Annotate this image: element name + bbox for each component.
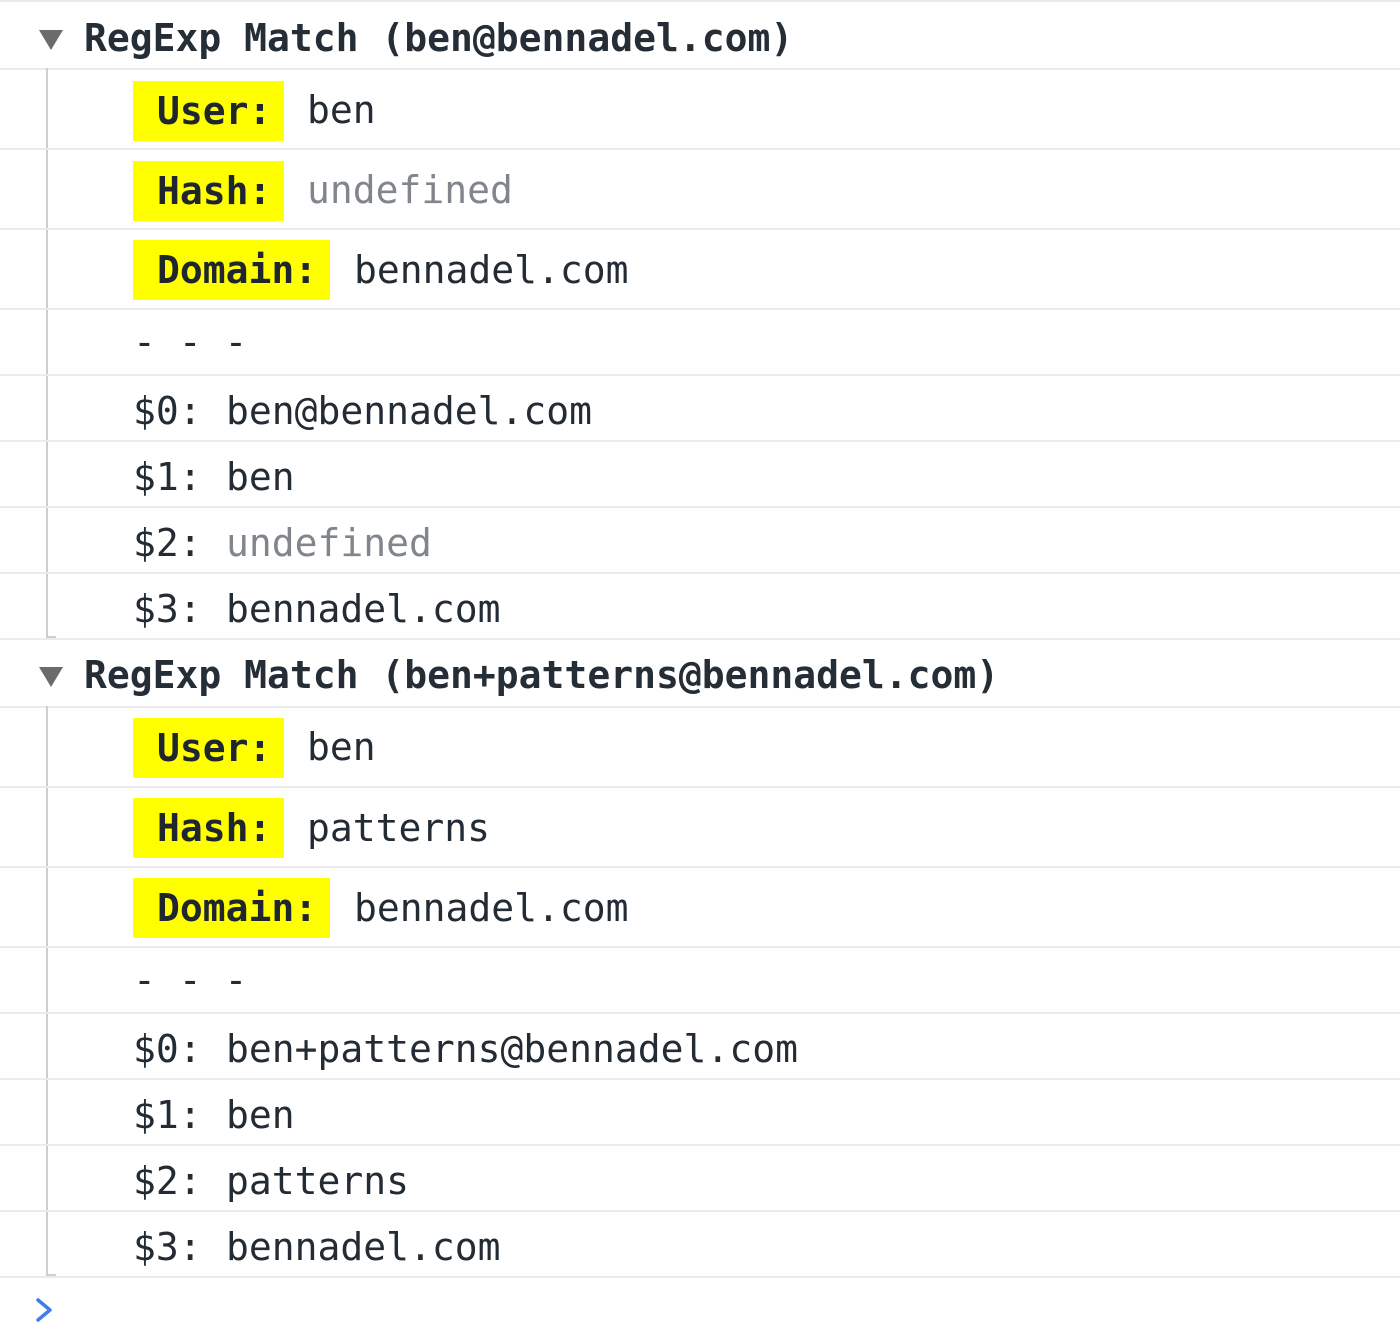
named-group-value: bennadel.com	[354, 886, 629, 930]
group-header-label: RegExp Match (ben@bennadel.com)	[84, 16, 794, 60]
indexed-group-row: $3: bennadel.com	[0, 574, 1400, 640]
indexed-group-row: $3: bennadel.com	[0, 1212, 1400, 1278]
named-group-label-highlight: Hash:	[133, 161, 284, 221]
named-group-value: patterns	[307, 806, 491, 850]
indexed-group-value: ben@bennadel.com	[226, 389, 593, 433]
indexed-group-row: $1: ben	[0, 1080, 1400, 1146]
named-group-value: ben	[307, 725, 376, 769]
indexed-group-key: $0:	[133, 1027, 202, 1071]
indexed-group-value: ben	[226, 1093, 295, 1137]
indexed-group-key: $3:	[133, 1225, 202, 1269]
indexed-group-row: $1: ben	[0, 442, 1400, 508]
named-group-value: ben	[307, 88, 376, 132]
indexed-group-row: $0: ben@bennadel.com	[0, 376, 1400, 442]
named-group-row: Hash: undefined	[0, 150, 1400, 230]
indexed-group-value: ben+patterns@bennadel.com	[226, 1027, 798, 1071]
separator-text: - - -	[133, 958, 248, 1002]
indexed-group-key: $1:	[133, 1093, 202, 1137]
group-indent-line	[46, 706, 56, 1276]
indexed-group-row: $0: ben+patterns@bennadel.com	[0, 1014, 1400, 1080]
indexed-group-row: $2: patterns	[0, 1146, 1400, 1212]
group-indent-line	[46, 68, 56, 638]
indexed-group-key: $2:	[133, 1159, 202, 1203]
indexed-group-value: ben	[226, 455, 295, 499]
named-group-row: Domain: bennadel.com	[0, 230, 1400, 310]
named-group-value-undefined: undefined	[307, 168, 513, 212]
disclosure-triangle-down-icon[interactable]	[39, 667, 63, 687]
named-group-row: User: ben	[0, 708, 1400, 788]
group-header-row[interactable]: RegExp Match (ben@bennadel.com)	[0, 2, 1400, 70]
named-group-label-highlight: Hash:	[133, 798, 284, 858]
named-group-row: Hash: patterns	[0, 788, 1400, 868]
indexed-group-key: $3:	[133, 587, 202, 631]
console-prompt-chevron-icon	[36, 1298, 52, 1322]
indexed-group-value: bennadel.com	[226, 587, 501, 631]
separator-text: - - -	[133, 320, 248, 364]
indexed-group-key: $2:	[133, 521, 202, 565]
named-group-label-highlight: Domain:	[133, 878, 330, 938]
named-group-value: bennadel.com	[354, 248, 629, 292]
named-group-row: User: ben	[0, 70, 1400, 150]
console-top-border	[0, 0, 1400, 2]
disclosure-triangle-down-icon[interactable]	[39, 30, 63, 50]
indexed-group-value-undefined: undefined	[226, 521, 432, 565]
group-header-label: RegExp Match (ben+patterns@bennadel.com)	[84, 653, 1000, 697]
indexed-group-value: patterns	[226, 1159, 410, 1203]
separator-row: - - -	[0, 948, 1400, 1014]
named-group-label-highlight: User:	[133, 81, 284, 141]
named-group-label-highlight: User:	[133, 718, 284, 778]
indexed-group-value: bennadel.com	[226, 1225, 501, 1269]
indexed-group-key: $0:	[133, 389, 202, 433]
separator-row: - - -	[0, 310, 1400, 376]
indexed-group-row: $2: undefined	[0, 508, 1400, 574]
group-header-row[interactable]: RegExp Match (ben+patterns@bennadel.com)	[0, 640, 1400, 708]
named-group-row: Domain: bennadel.com	[0, 868, 1400, 948]
named-group-label-highlight: Domain:	[133, 240, 330, 300]
indexed-group-key: $1:	[133, 455, 202, 499]
